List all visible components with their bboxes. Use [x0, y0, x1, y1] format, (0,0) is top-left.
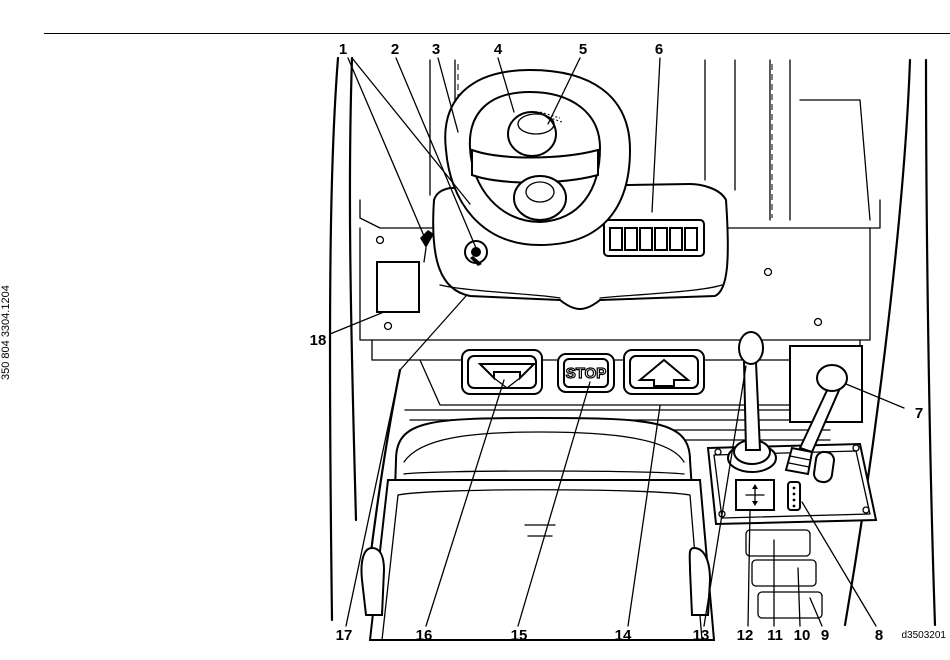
stop-label: STOP — [566, 365, 607, 382]
callout-10: 10 — [794, 627, 811, 644]
callout-6: 6 — [655, 41, 663, 58]
brake-pedal: STOP — [558, 354, 614, 392]
callout-3: 3 — [432, 41, 440, 58]
decal-plate — [377, 262, 419, 312]
callout-5: 5 — [579, 41, 587, 58]
callout-18: 18 — [310, 332, 327, 349]
callout-15: 15 — [511, 627, 528, 644]
operator-seat — [361, 418, 714, 640]
callout-16: 16 — [416, 627, 433, 644]
callout-8: 8 — [875, 627, 883, 644]
figure-code: d3503201 — [902, 630, 947, 641]
callout-11: 11 — [767, 627, 783, 644]
callout-17: 17 — [336, 627, 353, 644]
steering-wheel — [445, 70, 630, 245]
callout-13: 13 — [693, 627, 710, 644]
forward-pedal — [624, 350, 704, 394]
callout-7: 7 — [915, 405, 923, 422]
multifunction-joystick — [728, 332, 776, 472]
callout-1: 1 — [339, 41, 347, 58]
callout-14: 14 — [615, 627, 632, 644]
callout-9: 9 — [821, 627, 829, 644]
display-unit — [604, 220, 704, 256]
callout-2: 2 — [391, 41, 399, 58]
callout-12: 12 — [737, 627, 754, 644]
callout-4: 4 — [494, 41, 503, 58]
